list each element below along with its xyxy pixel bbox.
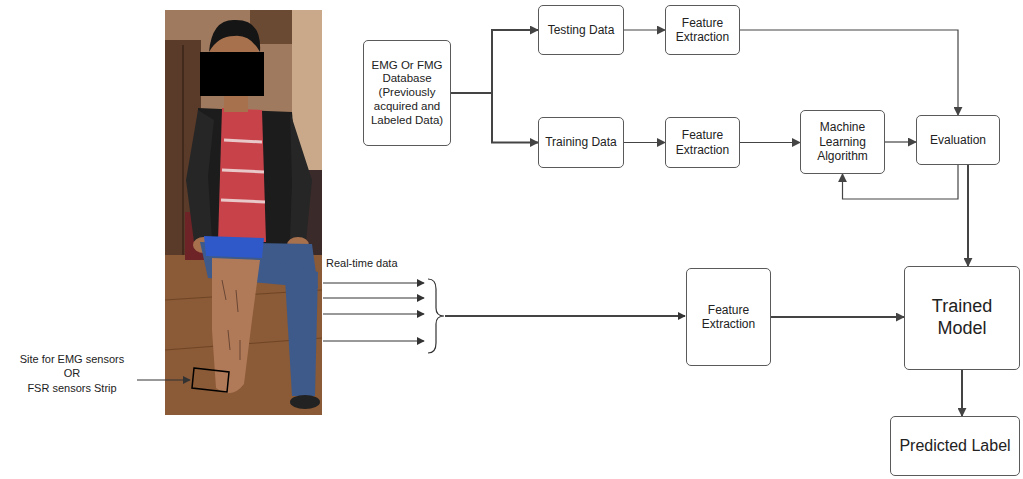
process-box: Predicted Label — [890, 416, 1020, 476]
box-label: Evaluation — [930, 133, 986, 147]
annotation: FSR sensors Strip — [8, 382, 136, 395]
process-box: Evaluation — [916, 115, 1000, 165]
skin-shading — [222, 280, 240, 360]
annotation: Real-time data — [326, 257, 426, 270]
signal-arrow — [323, 314, 424, 315]
box-label: Feature Extraction — [692, 303, 765, 332]
annotation: OR — [8, 367, 136, 380]
flow-arrow — [771, 316, 904, 318]
jacket-arm — [290, 112, 312, 242]
box-label: EMG Or FMG Database (Previously acquired… — [369, 59, 445, 128]
flow-arrow — [740, 142, 800, 143]
jacket-arm — [186, 110, 214, 242]
process-box: Feature Extraction — [686, 268, 771, 366]
flow-arrow — [961, 370, 963, 416]
flow-arrow — [740, 30, 958, 115]
signal-line — [445, 315, 685, 317]
box-label: Feature Extraction — [671, 128, 734, 157]
leader-arrow — [137, 380, 190, 381]
box-label: Training Data — [545, 135, 617, 149]
patient-photo — [165, 10, 322, 415]
process-box: EMG Or FMG Database (Previously acquired… — [363, 40, 451, 146]
flow-arrow — [624, 29, 665, 30]
box-label: Feature Extraction — [671, 16, 734, 45]
flow-arrow — [624, 142, 665, 143]
brace — [428, 279, 444, 353]
sensor-site — [192, 368, 229, 392]
shoe — [290, 395, 320, 409]
shirt — [218, 108, 266, 242]
process-box: Feature Extraction — [665, 5, 740, 55]
box-label: Testing Data — [548, 23, 615, 37]
box-label: Trained Model — [910, 296, 1014, 339]
box-label: Predicted Label — [899, 436, 1010, 455]
annotation: Site for EMG sensors — [8, 353, 136, 366]
floor — [165, 255, 322, 415]
signal-arrow — [323, 341, 424, 342]
signal-arrow — [323, 298, 424, 299]
flow-arrow — [967, 165, 969, 266]
blue-band — [204, 236, 264, 258]
flow-arrow — [451, 93, 538, 143]
process-box: Testing Data — [538, 5, 624, 55]
jeans-leg — [284, 262, 318, 396]
residual-limb — [212, 258, 260, 393]
process-box: Trained Model — [904, 266, 1020, 370]
shirt-print — [221, 140, 265, 202]
cabinet-edge — [182, 45, 184, 265]
flow-arrow — [885, 141, 916, 142]
box-label: Machine Learning Algorithm — [806, 120, 879, 163]
process-box: Feature Extraction — [665, 117, 740, 168]
hair — [209, 20, 260, 52]
face-redaction — [200, 52, 264, 96]
flow-arrow — [451, 30, 538, 93]
process-box: Training Data — [538, 117, 624, 168]
signal-arrow — [323, 283, 424, 284]
process-box: Machine Learning Algorithm — [800, 110, 885, 174]
